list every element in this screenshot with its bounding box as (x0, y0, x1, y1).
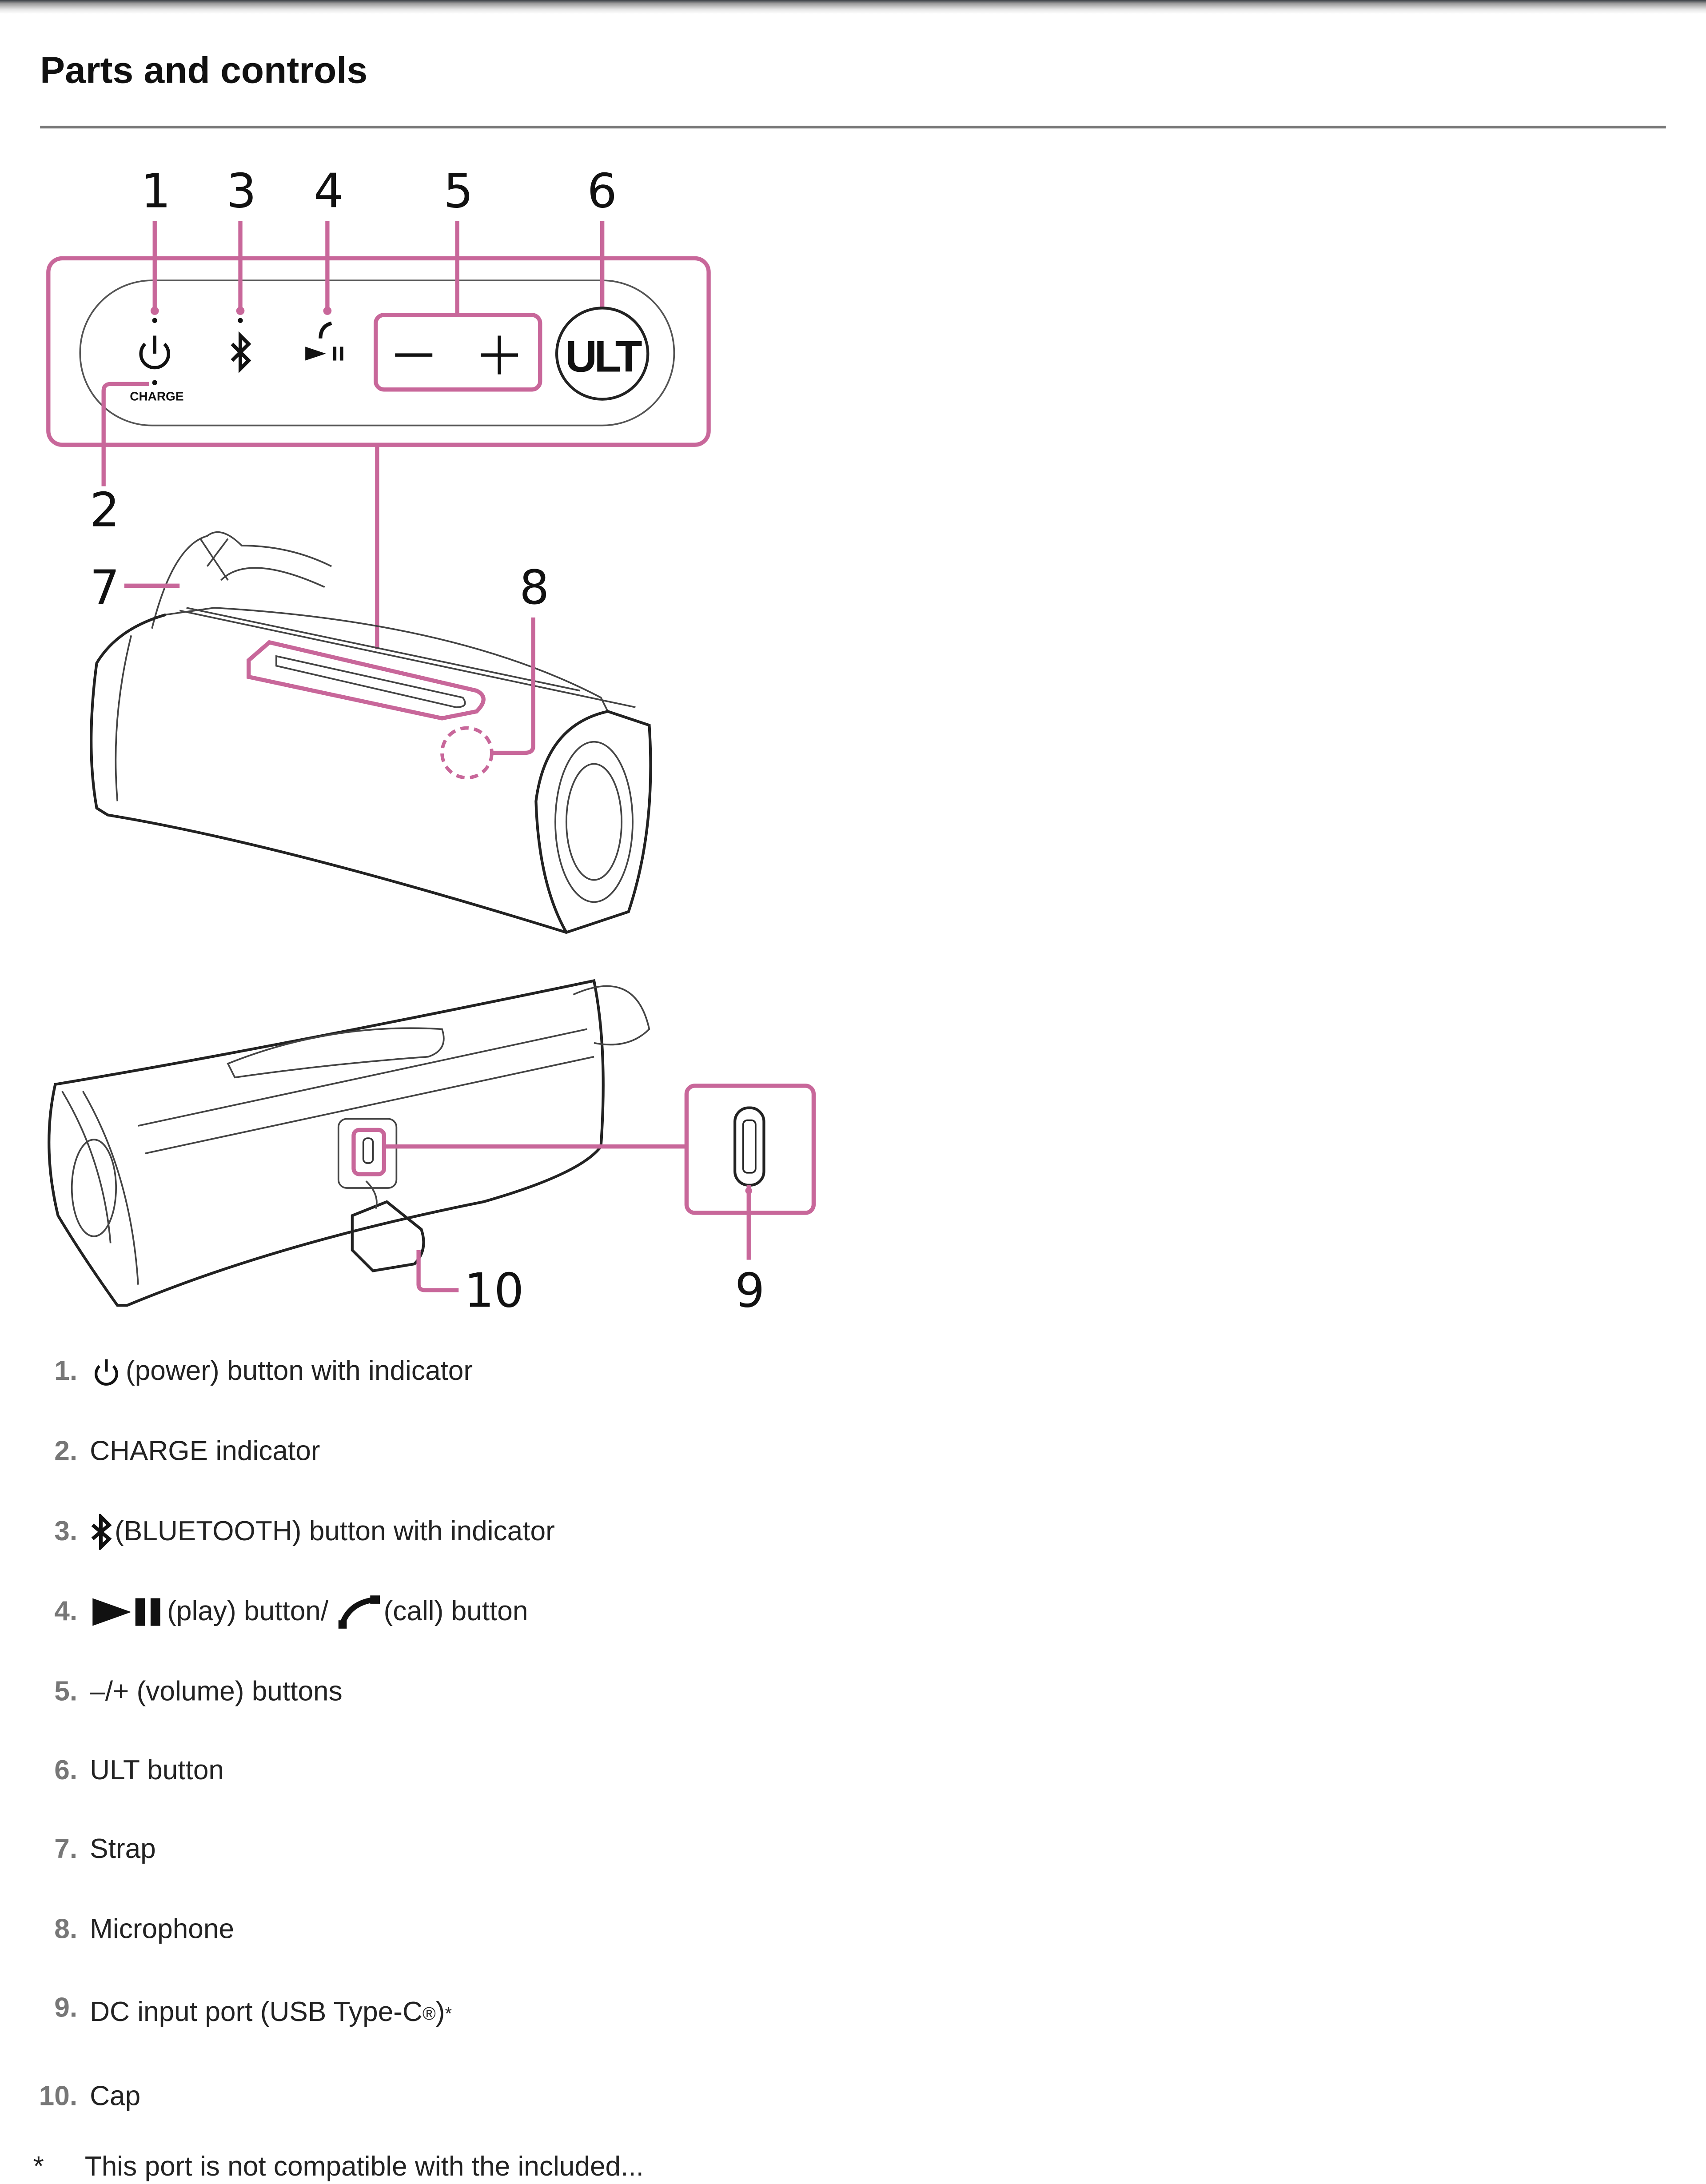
item-text: CHARGE indicator (90, 1436, 320, 1467)
item-number: 8. (54, 1913, 78, 1945)
callout-5: 5 (443, 163, 473, 218)
window-top-edge (0, 0, 1706, 14)
callout-2: 2 (90, 483, 120, 538)
list-item: 6. ULT button (0, 1752, 224, 1790)
callout-8: 8 (519, 560, 549, 615)
list-item: 9. DC input port (USB Type-C®)* (0, 1993, 452, 2032)
item-text: Cap (90, 2081, 141, 2112)
list-item: 8. Microphone (0, 1910, 234, 1949)
list-item: 10. Cap (0, 2077, 141, 2116)
title-divider (40, 125, 1666, 128)
bluetooth-icon (90, 1514, 112, 1550)
play-call-button-icon (305, 321, 343, 361)
footnote-text: This port is not compatible with the inc… (84, 2152, 644, 2183)
item-number: 2. (54, 1436, 78, 1467)
item-number: 5. (54, 1676, 78, 1707)
item-text: Strap (90, 1833, 156, 1864)
footnote-mark: * (33, 2152, 44, 2183)
page-title: Parts and controls (40, 49, 368, 92)
callout-7: 7 (90, 560, 120, 615)
footnote: * This port is not compatible with the i… (33, 2152, 644, 2184)
item-number: 1. (54, 1355, 78, 1387)
power-icon (90, 1355, 123, 1388)
power-button-icon (139, 335, 171, 370)
callout-10: 10 (464, 1263, 524, 1318)
list-item: 4. (play) button/ (call) button (0, 1593, 528, 1631)
plus-icon (481, 335, 518, 375)
speaker-front-illustration (90, 531, 652, 934)
item-text: Microphone (90, 1913, 235, 1945)
item-number: 4. (54, 1596, 78, 1627)
control-panel-closeup: CHARGE ULT (46, 221, 711, 650)
item-number: 10. (39, 2081, 78, 2112)
callout-1: 1 (141, 163, 171, 218)
speaker-rear-illustration (48, 979, 816, 1307)
callout-3: 3 (227, 163, 256, 218)
ult-label: ULT (565, 332, 642, 381)
item-number: 9. (54, 1993, 78, 2024)
item-text: DC input port (USB Type-C (90, 1997, 423, 2027)
list-item: 7. Strap (0, 1830, 156, 1869)
call-icon (337, 1594, 381, 1630)
item-text: –/+ (volume) buttons (90, 1676, 343, 1707)
list-item: 5. –/+ (volume) buttons (0, 1673, 343, 1711)
item-number: 7. (54, 1833, 78, 1864)
callout-9: 9 (735, 1263, 765, 1318)
item-text: (BLUETOOTH) button with indicator (115, 1516, 555, 1546)
parts-diagram: 1 3 4 5 6 2 7 8 9 10 (46, 163, 816, 1318)
list-item: 2. CHARGE indicator (0, 1432, 320, 1471)
volume-buttons-box (374, 313, 542, 392)
play-pause-icon (90, 1594, 164, 1630)
item-text: ULT button (90, 1755, 224, 1785)
item-text: (power) button with indicator (125, 1355, 473, 1387)
footnote-reference[interactable]: * (445, 2002, 452, 2023)
list-item: 3. (BLUETOOTH) button with indicator (0, 1513, 555, 1551)
list-item: 1. (power) button with indicator (0, 1352, 473, 1391)
item-text-2: (call) button (383, 1596, 528, 1627)
charge-label: CHARGE (130, 390, 183, 403)
item-text: (play) button/ (167, 1596, 329, 1627)
item-text-after: ) (435, 1997, 445, 2027)
registered-mark: ® (422, 2002, 436, 2023)
item-number: 6. (54, 1755, 78, 1785)
item-number: 3. (54, 1516, 78, 1546)
bluetooth-button-icon (231, 331, 251, 373)
callout-6: 6 (587, 163, 617, 218)
callout-4: 4 (314, 163, 343, 218)
microphone-marker (440, 726, 494, 780)
